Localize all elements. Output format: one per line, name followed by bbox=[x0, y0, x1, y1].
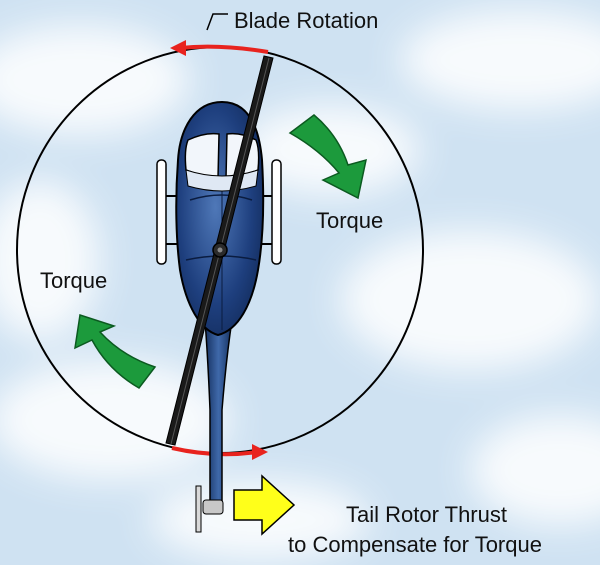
landing-skids bbox=[156, 159, 282, 265]
rotor-hub-center bbox=[217, 247, 223, 253]
clouds bbox=[0, 10, 600, 560]
blade-rotation-label: Blade Rotation bbox=[234, 8, 379, 33]
torque-arrow-left bbox=[74, 314, 157, 389]
tail-thrust-arrow bbox=[233, 474, 296, 536]
tail-thrust-label-line1: Tail Rotor Thrust bbox=[346, 502, 507, 527]
tail-thrust-label-line2: to Compensate for Torque bbox=[288, 532, 542, 557]
torque-label-left: Torque bbox=[40, 268, 108, 293]
tail-rotor bbox=[195, 485, 224, 533]
torque-arrow-right bbox=[288, 114, 367, 200]
blade-rotation-leader bbox=[206, 13, 228, 31]
torque-label-right: Torque bbox=[316, 208, 384, 233]
blade-rotation-arrow-top bbox=[170, 40, 269, 56]
